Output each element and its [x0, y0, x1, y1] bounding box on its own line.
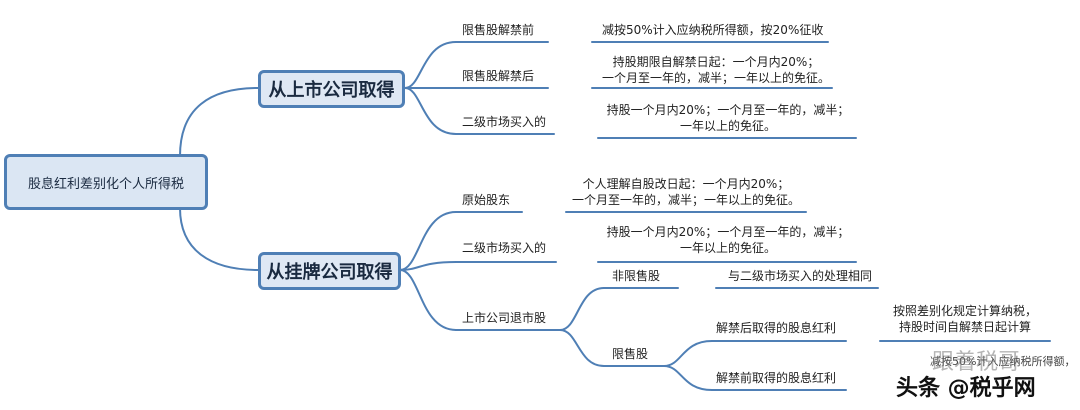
leaf-restricted-after-unlock[interactable]: 解禁后取得的股息红利: [716, 321, 837, 335]
leaf-neeq-delisted-stock[interactable]: 上市公司退市股: [462, 311, 547, 325]
branch-neeq-company[interactable]: 从挂牌公司取得: [258, 252, 401, 290]
leaf-neeq-secondary-market-detail-line-1: 持股一个月内20%；一个月至一年的，减半；: [606, 225, 850, 239]
leaf-listed-after-unlock-detail-line-2: 一个月至一年的，减半；一年以上的免征。: [601, 71, 830, 85]
link-neeq-item-2: [399, 261, 457, 271]
link-neeq-item-1: [399, 211, 457, 271]
watermark-faded-text: 跟着税哥: [932, 350, 1021, 375]
leaf-restricted-before-unlock[interactable]: 解禁前取得的股息红利: [716, 371, 837, 385]
leaf-neeq-original-shareholder[interactable]: 原始股东: [462, 193, 511, 207]
leaf-listed-secondary-market-detail-line-1: 持股一个月内20%；一个月至一年的，减半；: [606, 103, 850, 117]
leaf-restricted-after-unlock-detail-line-2: 持股时间自解禁日起计算: [898, 320, 1031, 334]
leaf-listed-secondary-market[interactable]: 二级市场买入的: [462, 115, 547, 129]
leaf-listed-after-unlock[interactable]: 限售股解禁后: [462, 69, 535, 83]
leaf-listed-before-unlock[interactable]: 限售股解禁前: [462, 23, 535, 37]
root-node-label: 股息红利差别化个人所得税: [27, 176, 184, 192]
leaf-listed-before-unlock-detail-line-1: 减按50%计入应纳税所得额，按20%征收: [602, 23, 824, 37]
link-restricted-before: [663, 365, 713, 391]
root-node[interactable]: 股息红利差别化个人所得税: [4, 154, 208, 210]
link-root-neeq: [179, 207, 259, 271]
link-delisted-restricted: [559, 329, 605, 367]
leaf-neeq-secondary-market[interactable]: 二级市场买入的: [462, 241, 547, 255]
link-listed-item-1: [404, 41, 457, 89]
link-listed-item-3: [404, 87, 457, 135]
watermark-text: 头条 @税乎网: [896, 376, 1036, 401]
branch-neeq-company-label: 从挂牌公司取得: [266, 262, 393, 283]
link-restricted-after: [663, 340, 713, 367]
leaf-neeq-original-shareholder-detail-line-2: 一个月至一年的，减半；一年以上的免征。: [571, 193, 800, 207]
leaf-delisted-nonrestricted-detail-line-1: 与二级市场买入的处理相同: [728, 269, 873, 283]
leaf-neeq-original-shareholder-detail-line-1: 个人理解自股改日起：一个月内20%；: [582, 177, 790, 191]
link-neeq-item-3: [399, 269, 457, 331]
leaf-restricted-after-unlock-detail-line-1: 按照差别化规定计算纳税，: [892, 304, 1037, 318]
leaf-neeq-secondary-market-detail-line-2: 一年以上的免征。: [679, 241, 776, 255]
leaf-delisted-nonrestricted[interactable]: 非限售股: [612, 269, 661, 283]
branch-listed-company[interactable]: 从上市公司取得: [258, 70, 405, 108]
link-delisted-nonrestricted: [559, 287, 605, 331]
leaf-delisted-restricted[interactable]: 限售股: [612, 347, 649, 361]
leaf-restricted-before-unlock-detail-line-1: 减按50%计入应纳税所得额，: [930, 355, 1076, 368]
leaf-listed-after-unlock-detail-line-1: 持股期限自解禁日起：一个月内20%；: [612, 55, 820, 69]
link-root-listed: [179, 87, 259, 157]
branch-listed-company-label: 从上市公司取得: [268, 80, 395, 101]
leaf-listed-secondary-market-detail-line-2: 一年以上的免征。: [679, 119, 776, 133]
